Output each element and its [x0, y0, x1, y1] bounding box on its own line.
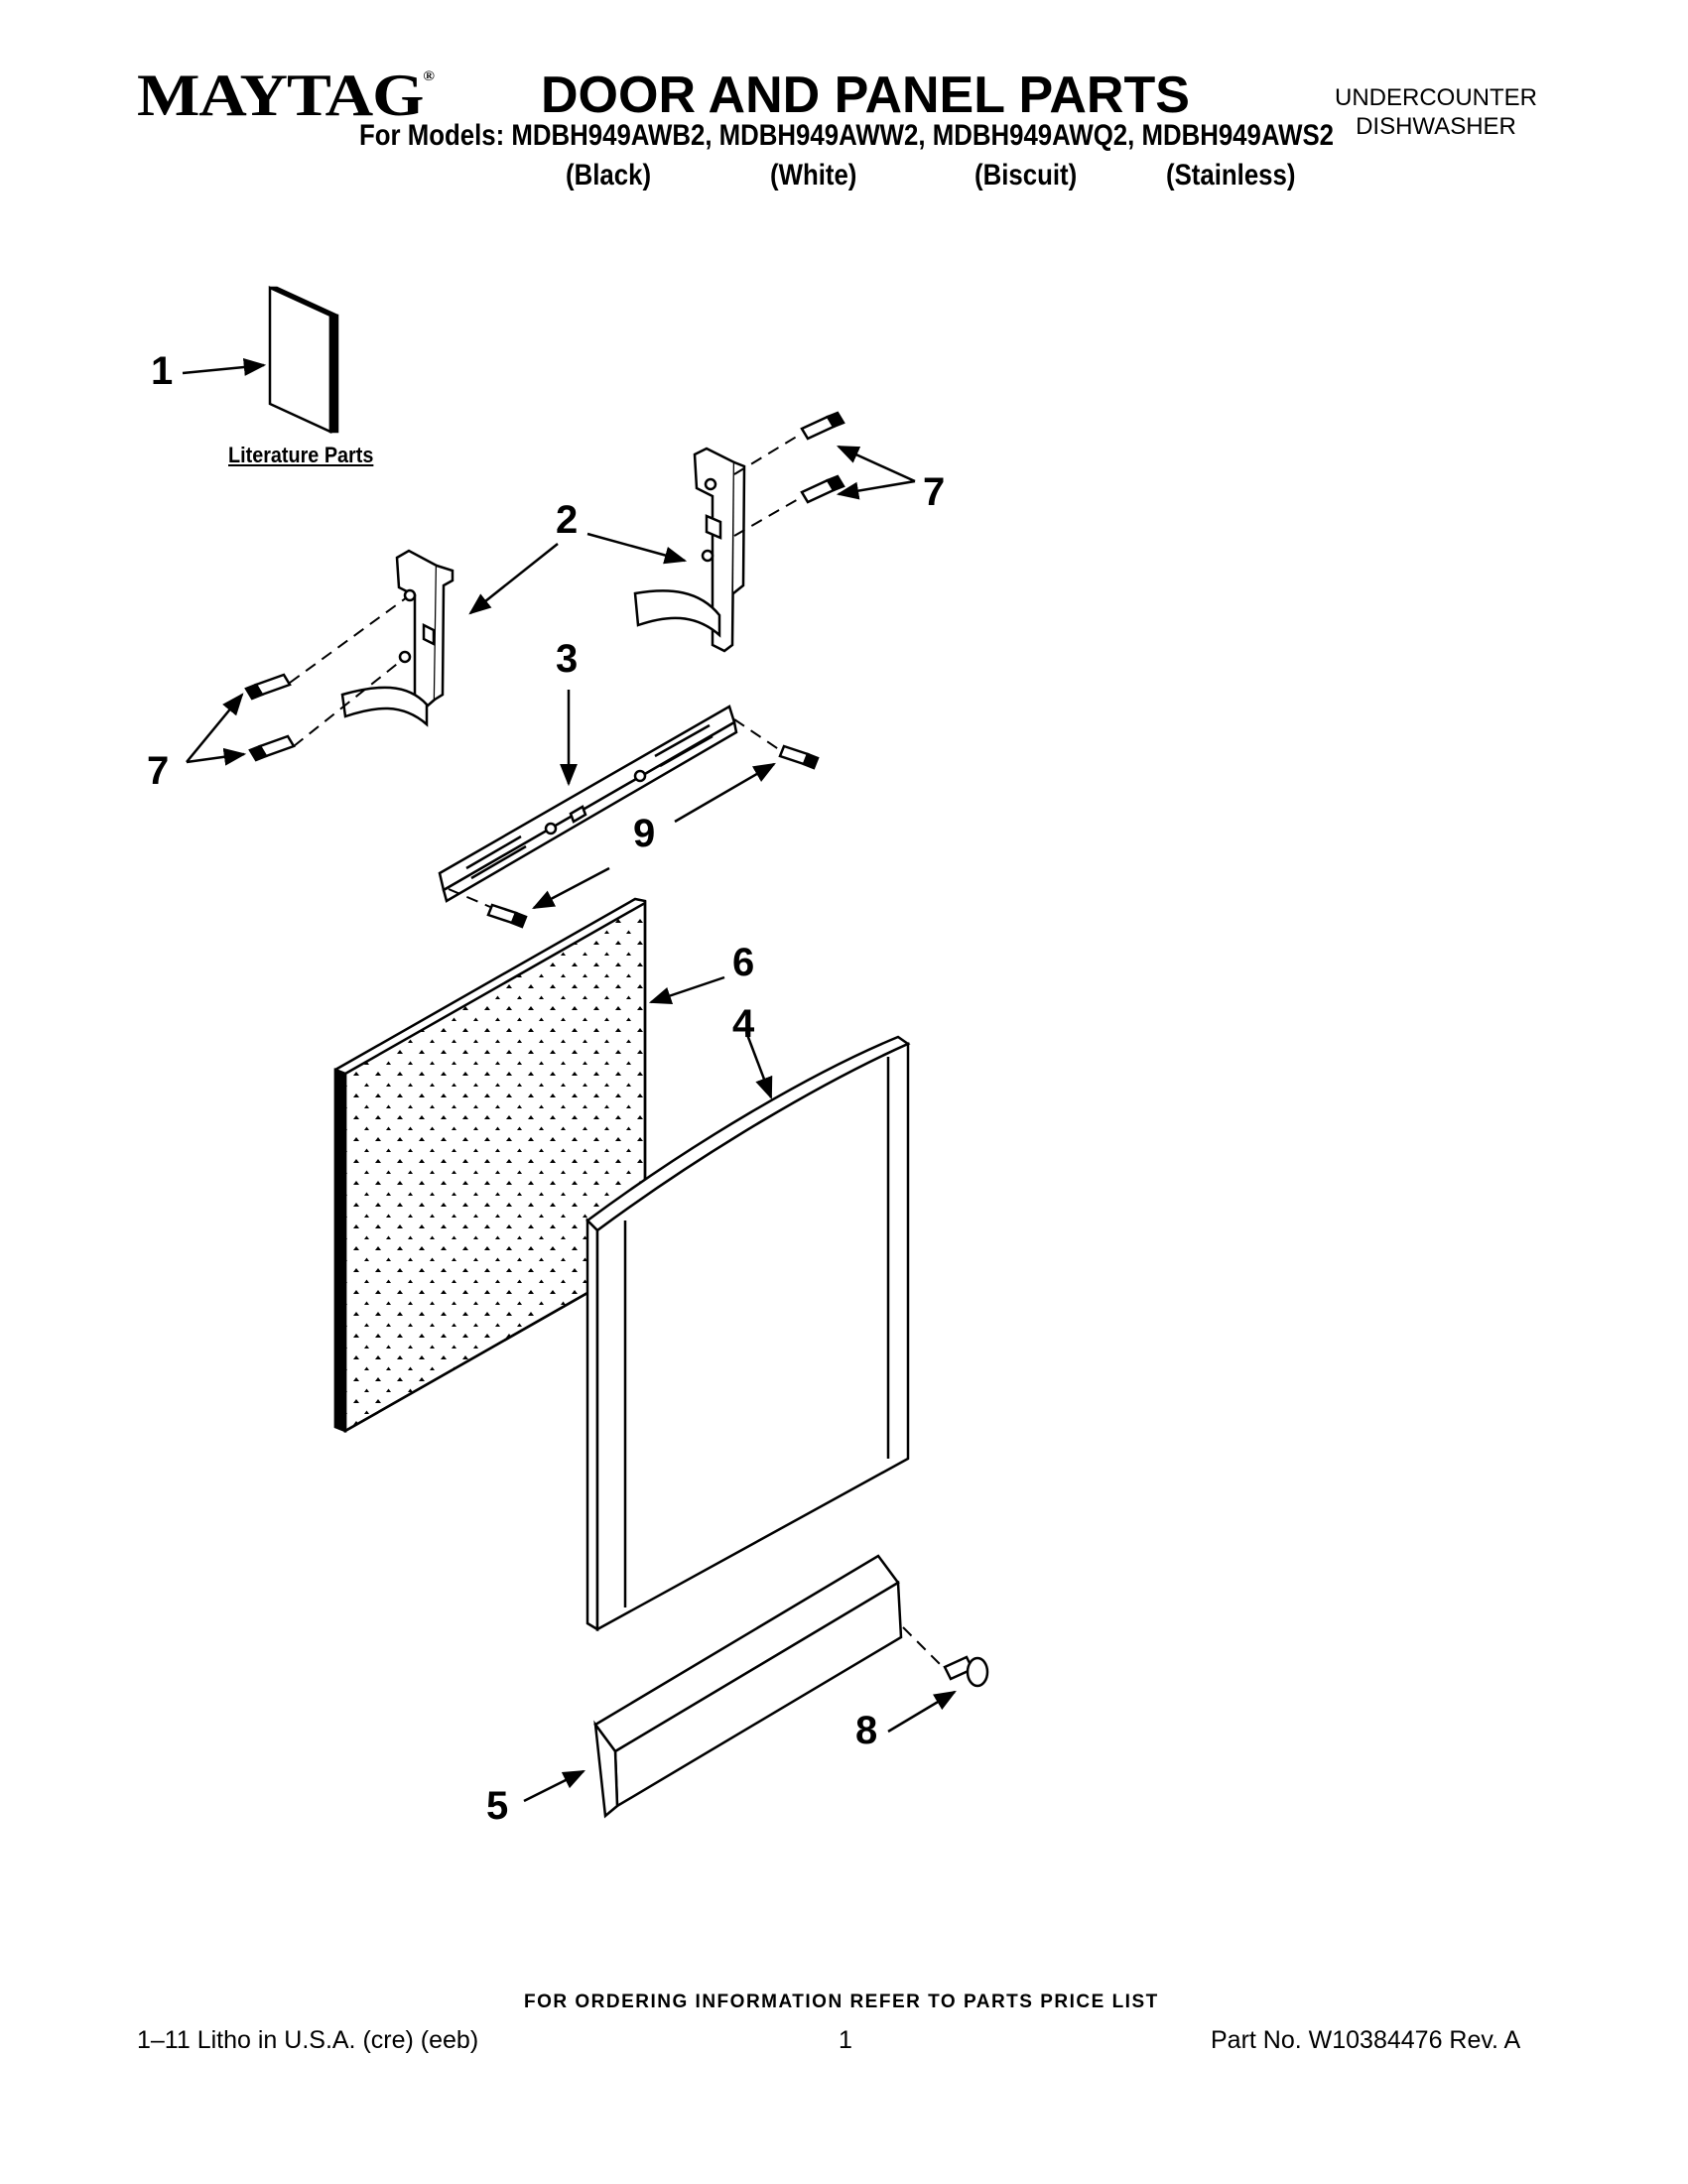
- callout-4: 4: [732, 1002, 755, 1046]
- literature-parts-label: Literature Parts: [228, 443, 374, 467]
- right-hinge-bracket: [633, 447, 746, 653]
- literature-booklet: [268, 286, 339, 434]
- callout-2: 2: [556, 498, 579, 542]
- color-biscuit: (Biscuit): [974, 159, 1078, 192]
- alignment-lines: [289, 434, 944, 1668]
- page-title: DOOR AND PANEL PARTS: [541, 66, 1190, 124]
- ordering-note: FOR ORDERING INFORMATION REFER TO PARTS …: [524, 1991, 1159, 2012]
- part-number: Part No. W10384476 Rev. A: [1211, 2026, 1521, 2054]
- screws-part-9: [486, 744, 820, 929]
- color-white: (White): [770, 159, 857, 192]
- models-line: For Models: MDBH949AWB2, MDBH949AWW2, MD…: [359, 119, 1335, 152]
- page-number: 1: [839, 2026, 852, 2054]
- callout-7-right: 7: [923, 470, 946, 514]
- screws-part-7: [244, 411, 845, 762]
- toe-panel: [593, 1554, 903, 1819]
- outer-door-panel: [585, 1035, 911, 1632]
- callout-3: 3: [556, 637, 579, 681]
- product-type: UNDERCOUNTER DISHWASHER: [1335, 83, 1537, 141]
- callout-1: 1: [151, 349, 174, 393]
- callout-6: 6: [732, 941, 755, 984]
- inner-panel: [333, 897, 647, 1434]
- product-line-1: UNDERCOUNTER: [1335, 84, 1537, 111]
- screw-part-8: [943, 1655, 989, 1688]
- callout-5: 5: [486, 1784, 509, 1828]
- callout-8: 8: [855, 1709, 878, 1752]
- color-black: (Black): [566, 159, 652, 192]
- brand-logo: MAYTAG®: [137, 63, 435, 128]
- left-hinge-bracket: [340, 549, 454, 727]
- registered-mark: ®: [423, 69, 435, 84]
- leader-arrows: [182, 358, 957, 1803]
- callout-7-left: 7: [147, 749, 170, 793]
- callout-9: 9: [633, 812, 656, 855]
- product-line-2: DISHWASHER: [1356, 113, 1516, 140]
- litho-info: 1–11 Litho in U.S.A. (cre) (eeb): [137, 2026, 479, 2054]
- color-stainless: (Stainless): [1166, 159, 1296, 192]
- support-rail: [438, 705, 738, 903]
